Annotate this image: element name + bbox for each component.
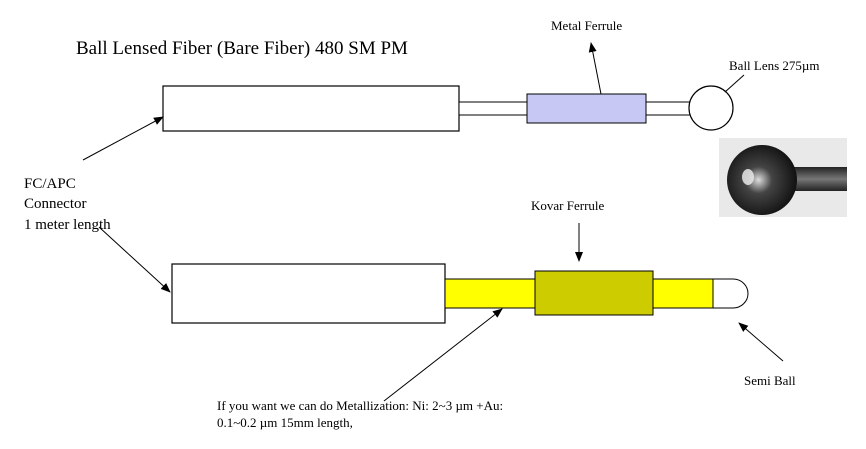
ball-lens (688, 85, 734, 131)
metal-ferrule (526, 93, 647, 124)
connector-label-line1: FC/APC (24, 176, 76, 192)
semi-ball-tip (712, 278, 749, 309)
top-fiber-assembly (162, 85, 734, 132)
ball-lens-pointer (724, 74, 745, 93)
connector-label-line3: 1 meter length (24, 217, 111, 233)
metal-ferrule-label: Metal Ferrule (551, 18, 622, 33)
semi-ball-label: Semi Ball (744, 373, 796, 388)
top-fiber-left (458, 101, 528, 116)
connector-arrow-bottom (98, 226, 171, 293)
metallization-arrow (383, 308, 503, 402)
kovar-ferrule-label: Kovar Ferrule (531, 198, 605, 213)
diagram-title: Ball Lensed Fiber (Bare Fiber) 480 SM PM (76, 38, 408, 59)
bottom-fiber-assembly (171, 263, 749, 324)
bottom-fiber-right (652, 278, 714, 309)
kovar-ferrule (534, 270, 654, 316)
top-fiber-right (645, 101, 691, 116)
photo-highlight (742, 169, 754, 185)
metal-ferrule-arrow (588, 42, 602, 95)
bottom-fiber-left (444, 278, 536, 309)
ball-lens-fiber-photo (719, 138, 847, 217)
top-connector-body (162, 85, 460, 132)
bottom-connector-body (171, 263, 446, 324)
photo-ball (727, 145, 797, 215)
connector-arrow-top (82, 116, 164, 161)
metallization-note-line2: 0.1~0.2 µm 15mm length, (217, 415, 353, 430)
semi-ball-arrow (738, 322, 784, 362)
ball-lens-label: Ball Lens 275µm (729, 58, 820, 73)
connector-label-line2: Connector (24, 196, 86, 212)
metallization-note-line1: If you want we can do Metallization: Ni:… (217, 398, 503, 413)
